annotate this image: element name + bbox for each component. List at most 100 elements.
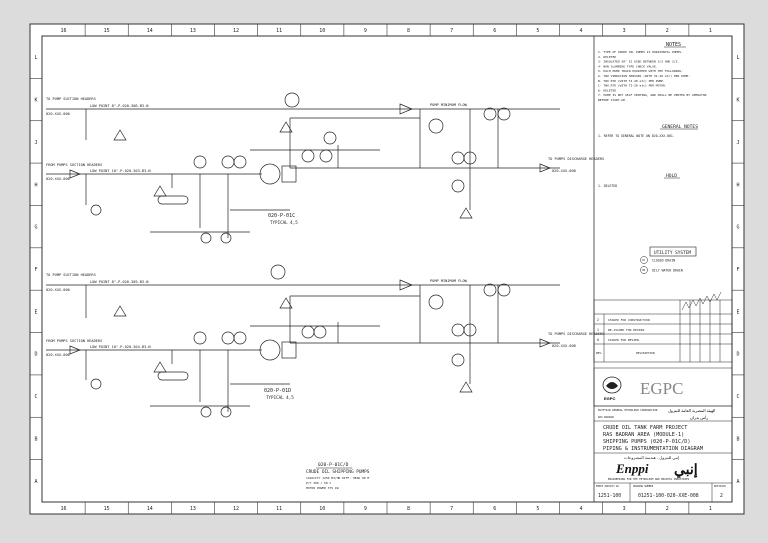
notes-block: NOTES 1- TYPE OF CRUDE OIL PUMPS IS HORI… xyxy=(598,42,707,188)
column-label-bottom-13: 13 xyxy=(190,506,196,512)
rev-header-rev: REV. xyxy=(596,351,603,355)
row-label-left-E: E xyxy=(34,309,37,315)
equipment-name: CRUDE OIL SHIPPING PUMPS xyxy=(306,469,370,475)
column-label-bottom-16: 16 xyxy=(61,506,67,512)
client-company-ar: الهيئة المصرية العامة للبترول xyxy=(668,408,715,413)
revision-label: REVISION xyxy=(714,485,726,488)
project-no: 1251-100 xyxy=(598,493,621,499)
utility-code-2: OW xyxy=(642,269,645,272)
column-label-bottom-10: 10 xyxy=(319,506,325,512)
c-from-line-label: LOW POINT 10"-P-020-303-B3-N xyxy=(90,169,151,173)
row-label-left-F: F xyxy=(34,267,37,273)
row-label-left-D: D xyxy=(34,352,37,358)
pump-c-casing xyxy=(259,163,281,185)
title-arabic: إنبي للبترول - هندسة المشروعات xyxy=(624,455,679,461)
pump-c-tag: 020-P-01C xyxy=(268,213,295,219)
revision-no: 2 xyxy=(720,493,723,499)
utility-title: UTILITY SYSTEM xyxy=(654,250,691,256)
column-label-top-15: 15 xyxy=(104,28,110,34)
sheet-border-outer xyxy=(29,23,745,515)
rev-row-3-rev: 0 xyxy=(597,338,599,342)
column-label-bottom-2: 2 xyxy=(666,506,669,512)
d-from-header-label: FROM PUMPS SUCTION HEADERS xyxy=(46,339,102,343)
column-label-top-3: 3 xyxy=(623,28,626,34)
row-label-right-L: L xyxy=(736,55,739,61)
column-label-top-1: 1 xyxy=(709,28,712,34)
notes-list: 1- TYPE OF CRUDE OIL PUMPS IS HORIZONTAL… xyxy=(598,50,707,102)
general-note-item: 1- REFER TO GENERAL NOTE ON 020-XXX-001. xyxy=(598,134,675,138)
c-suction-line-label: LOW POINT 8"-P-020-306-B3-N xyxy=(90,104,148,108)
utility-system-block: UTILITY SYSTEM CD CLOSED DRAIN OW OILY W… xyxy=(640,246,697,274)
d-ref-mid: 020-XXX-006 xyxy=(46,353,70,357)
column-label-bottom-3: 3 xyxy=(623,506,626,512)
note-item: A- TWO VIBRATION SENSORS (WITH XI-20 etc… xyxy=(598,74,690,78)
d-discharge-ref: 020-XXX-008 xyxy=(552,344,576,348)
d-suction-line-label: LOW POINT 8"-P-020-309-B3-N xyxy=(90,280,148,284)
column-label-top-9: 9 xyxy=(364,28,367,34)
drawing-no-label: DRAWING NUMBER xyxy=(633,485,654,488)
column-label-top-8: 8 xyxy=(407,28,410,34)
equipment-tag: 020-P-01C/D xyxy=(318,462,349,468)
egpc-logo-flame xyxy=(606,382,618,389)
column-label-bottom-5: 5 xyxy=(536,506,539,512)
note-item: 6- DELETED xyxy=(598,88,616,92)
equipment-data-block: 020-P-01C/D CRUDE OIL SHIPPING PUMPS CAP… xyxy=(306,462,370,490)
egpc-logo-small: EGPC xyxy=(604,396,615,401)
row-label-right-K: K xyxy=(736,98,739,104)
enppi-logo-arabic: إنبي xyxy=(674,461,698,479)
column-label-top-2: 2 xyxy=(666,28,669,34)
row-label-right-B: B xyxy=(736,436,739,442)
column-label-bottom-1: 1 xyxy=(709,506,712,512)
c-ref-mid: 020-XXX-006 xyxy=(46,177,70,181)
revision-table: 2 ISSUED FOR CONSTRUCTION 1 RE-ISSUED FO… xyxy=(593,291,733,363)
column-label-bottom-15: 15 xyxy=(104,506,110,512)
note-item: 3- INSULATED 50" IS USED BETWEEN 3/2 AND… xyxy=(598,60,679,64)
row-label-left-B: B xyxy=(34,436,37,442)
title-line-2: RAS BADRAN AREA (MODULE-1) xyxy=(603,432,684,438)
egpc-logo-text: EGPC xyxy=(640,379,683,398)
column-label-top-6: 6 xyxy=(493,28,496,34)
column-label-bottom-8: 8 xyxy=(407,506,410,512)
rev-header-desc: DESCRIPTION xyxy=(636,351,655,355)
client-location-ar: رأس بدران xyxy=(690,414,708,420)
row-label-right-D: D xyxy=(736,352,739,358)
pump-train-c xyxy=(46,92,560,244)
egpc-logo-mark xyxy=(602,376,622,394)
column-label-top-12: 12 xyxy=(233,28,239,34)
note-item: BEFORE START-UP. xyxy=(598,98,627,102)
document-info-block: ENPPI PROJECT No 1251-100 DRAWING NUMBER… xyxy=(596,483,726,502)
row-label-right-E: E xyxy=(736,309,739,315)
pump-train-d xyxy=(46,264,560,418)
equipment-line1: CAPACITY 1250 M3/HR DIFF. HEAD 90 M xyxy=(306,476,369,480)
utility-label-2: OILY WATER DRAIN xyxy=(652,269,683,273)
rev-row-2-rev: 1 xyxy=(597,328,599,332)
note-item: 5- EACH PUMP TRAIN EQUIPPED WITH THE FOL… xyxy=(598,69,683,73)
column-label-bottom-11: 11 xyxy=(276,506,282,512)
column-label-top-10: 10 xyxy=(319,28,325,34)
drawing-no: 01251-100-020-XXE-008 xyxy=(638,493,699,499)
column-label-bottom-9: 9 xyxy=(364,506,367,512)
row-label-right-H: H xyxy=(736,182,739,188)
row-label-left-A: A xyxy=(34,479,37,485)
row-label-right-G: G xyxy=(736,225,739,231)
hold-title: HOLD xyxy=(666,173,677,179)
signatures-scribble xyxy=(681,291,722,311)
column-label-bottom-4: 4 xyxy=(580,506,583,512)
rev-row-2-desc: RE-ISSUED FOR REVIEW xyxy=(608,328,644,332)
title-block: CRUDE OIL TANK FARM PROJECT RAS BADRAN A… xyxy=(594,425,732,484)
d-ref-top: 020-XXX-006 xyxy=(46,288,70,292)
c-discharge-label: TO PUMPS DISCHARGE HEADERS xyxy=(548,157,604,161)
rev-row-1-rev: 2 xyxy=(597,318,599,322)
enppi-subtitle: ENGINEERING FOR THE PETROLEUM AND PROCES… xyxy=(608,477,690,481)
row-label-left-H: H xyxy=(34,182,37,188)
row-label-right-A: A xyxy=(736,479,739,485)
row-label-left-C: C xyxy=(34,394,37,400)
row-label-left-J: J xyxy=(34,140,37,146)
general-notes-title: GENERAL NOTES xyxy=(662,124,698,130)
pump-train-d-labels: TO PUMP SUCTION HEADERS LOW POINT 8"-P-0… xyxy=(46,273,604,400)
c-ref-top: 020-XXX-006 xyxy=(46,112,70,116)
utility-code-1: CD xyxy=(642,259,645,262)
title-line-3: SHIPPING PUMPS (020-P-01C/D) xyxy=(603,439,690,445)
